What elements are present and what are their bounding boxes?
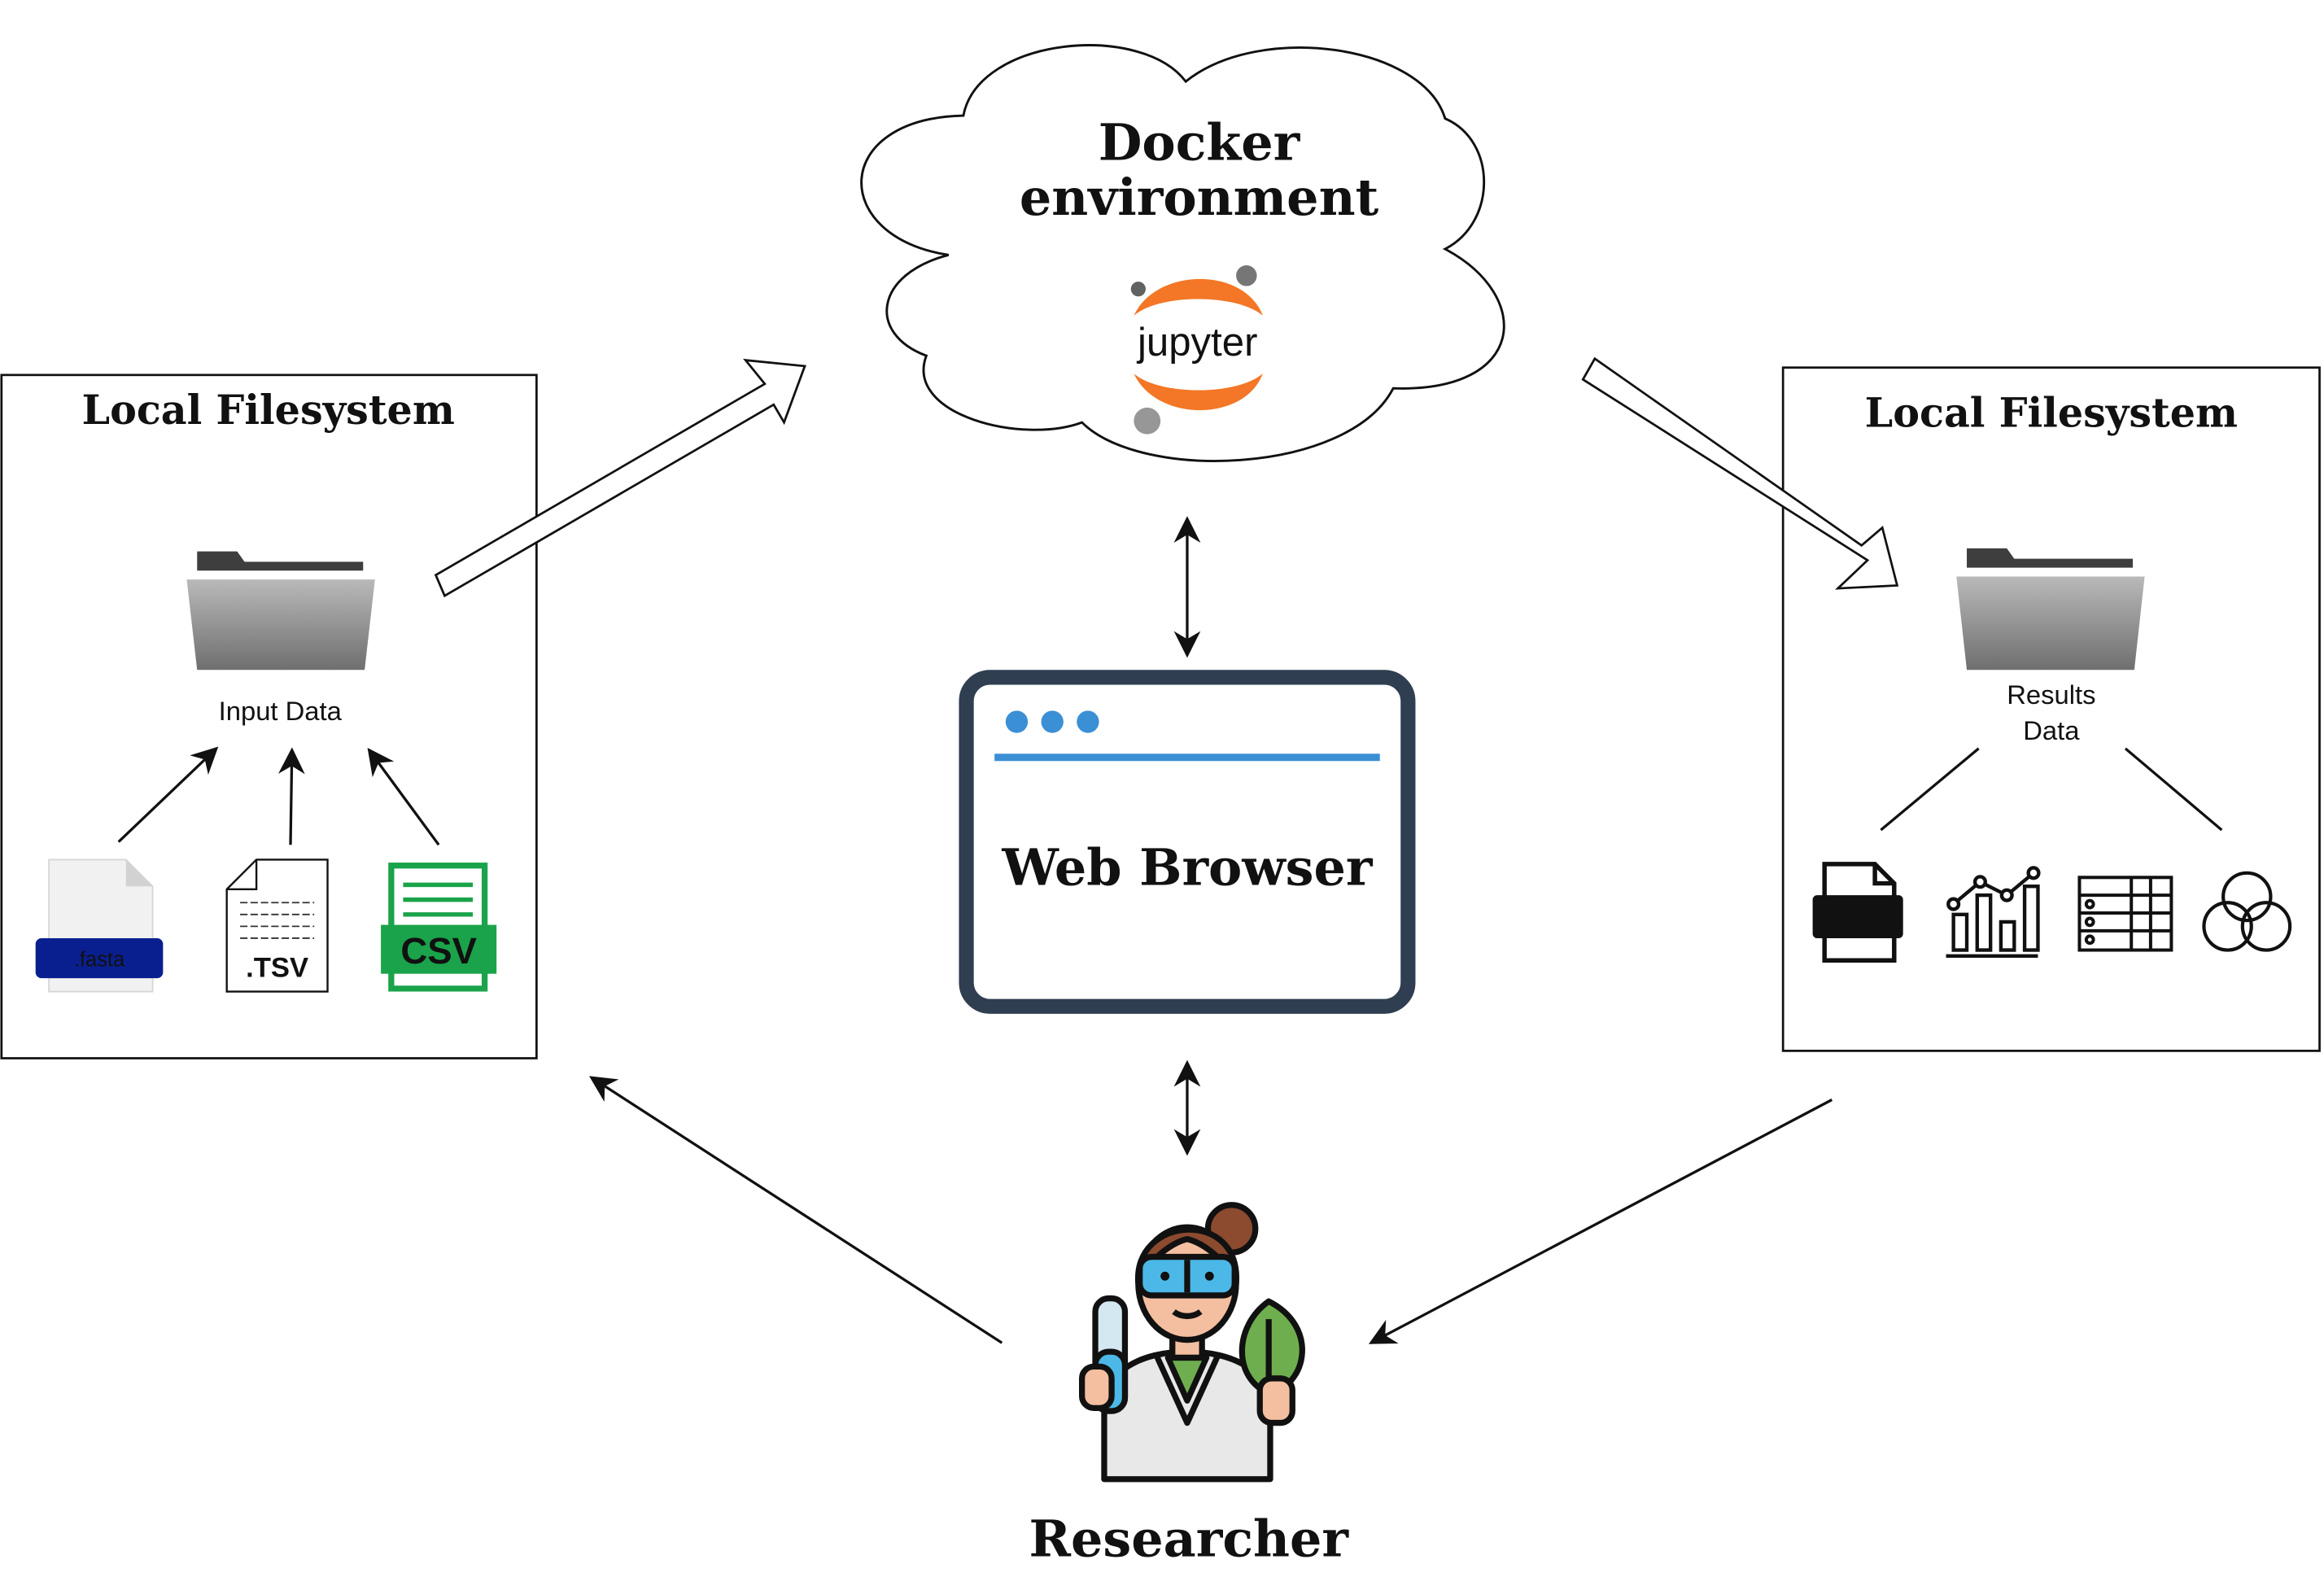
tsv-to-folder-arrow bbox=[277, 747, 305, 845]
web-browser-window: Web Browser bbox=[959, 670, 1416, 1014]
csv-file-icon: CSV bbox=[381, 863, 497, 992]
bar-line-chart-icon bbox=[1946, 866, 2041, 959]
jupyter-logo-icon: jupyter bbox=[1130, 265, 1263, 435]
browser-dot-3 bbox=[1077, 710, 1099, 733]
browser-dot-2 bbox=[1041, 710, 1064, 733]
fasta-file-label: .fasta bbox=[74, 949, 125, 972]
results-left-connector bbox=[1880, 747, 1980, 832]
cloud-title-line1: Docker bbox=[1099, 113, 1301, 173]
csv-to-folder-arrow bbox=[367, 748, 440, 846]
left-panel-title: Local Filesystem bbox=[82, 387, 455, 434]
right-filesystem-panel: Local Filesystem Results Data PNG bbox=[1781, 366, 2321, 1052]
input-to-docker-arrow bbox=[434, 358, 806, 598]
docker-cloud: Docker environment jupyter bbox=[860, 44, 1505, 462]
tsv-file-label: .TSV bbox=[246, 952, 308, 983]
input-folder-icon bbox=[186, 551, 375, 671]
docker-to-results-arrow bbox=[1581, 356, 1899, 590]
csv-file-label: CSV bbox=[400, 930, 477, 972]
tsv-file-icon: .TSV bbox=[225, 858, 329, 993]
researcher-to-input-arrow bbox=[588, 1076, 1003, 1344]
browser-dot-1 bbox=[1005, 710, 1029, 733]
browser-title: Web Browser bbox=[1001, 837, 1373, 897]
spreadsheet-table-icon bbox=[2077, 876, 2173, 952]
png-file-label: PNG bbox=[1820, 898, 1894, 937]
researcher-label: Researcher bbox=[1029, 1509, 1350, 1569]
results-data-label-line1: Results bbox=[2007, 679, 2095, 710]
fasta-file-icon: .fasta bbox=[35, 858, 164, 993]
results-to-researcher-arrow bbox=[1368, 1099, 1833, 1344]
left-filesystem-panel: Local Filesystem Input Data .fasta bbox=[0, 374, 538, 1059]
right-panel-title: Local Filesystem bbox=[1865, 390, 2238, 437]
png-file-icon: PNG bbox=[1812, 862, 1903, 963]
fasta-to-folder-arrow bbox=[117, 746, 219, 843]
results-right-connector bbox=[2124, 747, 2223, 832]
jupyter-logo-text: jupyter bbox=[1136, 320, 1258, 365]
researcher-avatar-icon bbox=[1079, 1202, 1305, 1483]
cloud-shape bbox=[860, 44, 1505, 462]
input-data-label: Input Data bbox=[219, 696, 343, 726]
results-folder-icon bbox=[1956, 548, 2145, 671]
cloud-title-line2: environment bbox=[1020, 168, 1379, 227]
results-data-label-line2: Data bbox=[2023, 715, 2080, 745]
venn-diagram-icon bbox=[2202, 871, 2292, 952]
